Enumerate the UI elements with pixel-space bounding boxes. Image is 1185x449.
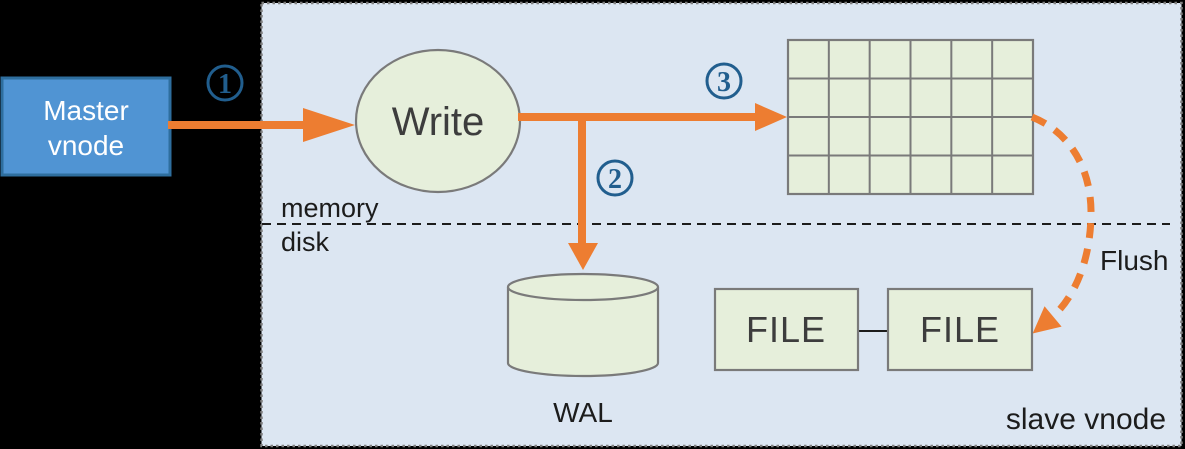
write-node: Write bbox=[354, 48, 522, 194]
master-vnode-label-line1: Master bbox=[43, 95, 129, 126]
badge-step1-circle bbox=[206, 64, 244, 102]
memory-label: memory bbox=[281, 193, 379, 223]
master-vnode-node: Master vnode bbox=[0, 76, 172, 177]
badge-step3-number: 3 bbox=[717, 67, 731, 98]
wal-cylinder-top bbox=[506, 272, 660, 302]
wal-cylinder-body bbox=[506, 287, 660, 378]
disk-label: disk bbox=[281, 227, 330, 257]
flush-label: Flush bbox=[1100, 245, 1168, 276]
badge-step1-number: 1 bbox=[218, 69, 232, 100]
file-box-1-label: FILE bbox=[746, 309, 826, 350]
arrow-step1 bbox=[168, 108, 355, 142]
badge-step2: 2 bbox=[596, 159, 634, 197]
memtable-grid bbox=[786, 38, 1035, 196]
badge-step3: 3 bbox=[705, 62, 743, 100]
badge-step1: 1 bbox=[206, 64, 244, 102]
flush-arrow bbox=[1030, 113, 1095, 334]
write-label: Write bbox=[392, 100, 485, 144]
file-nodes: FILE FILE bbox=[713, 287, 1034, 372]
wal-node: WAL bbox=[506, 272, 660, 428]
badge-step2-circle bbox=[596, 159, 634, 197]
file-box-1 bbox=[713, 287, 860, 372]
master-vnode-label-line2: vnode bbox=[48, 130, 124, 161]
arrow-step3 bbox=[518, 103, 787, 131]
arrow-step1-head bbox=[303, 108, 355, 142]
memtable-grid-lines bbox=[788, 40, 1033, 194]
slave-vnode-label: slave vnode bbox=[1006, 403, 1166, 436]
file-box-2-label: FILE bbox=[920, 309, 1000, 350]
badge-step2-number: 2 bbox=[608, 164, 622, 195]
master-vnode-box bbox=[0, 76, 172, 177]
arrow-step2 bbox=[568, 114, 598, 270]
file-box-2 bbox=[886, 287, 1034, 372]
arrow-step2-head bbox=[568, 243, 598, 270]
wal-label: WAL bbox=[553, 397, 613, 428]
badge-step3-circle bbox=[705, 62, 743, 100]
arrow-step3-head bbox=[755, 103, 787, 131]
